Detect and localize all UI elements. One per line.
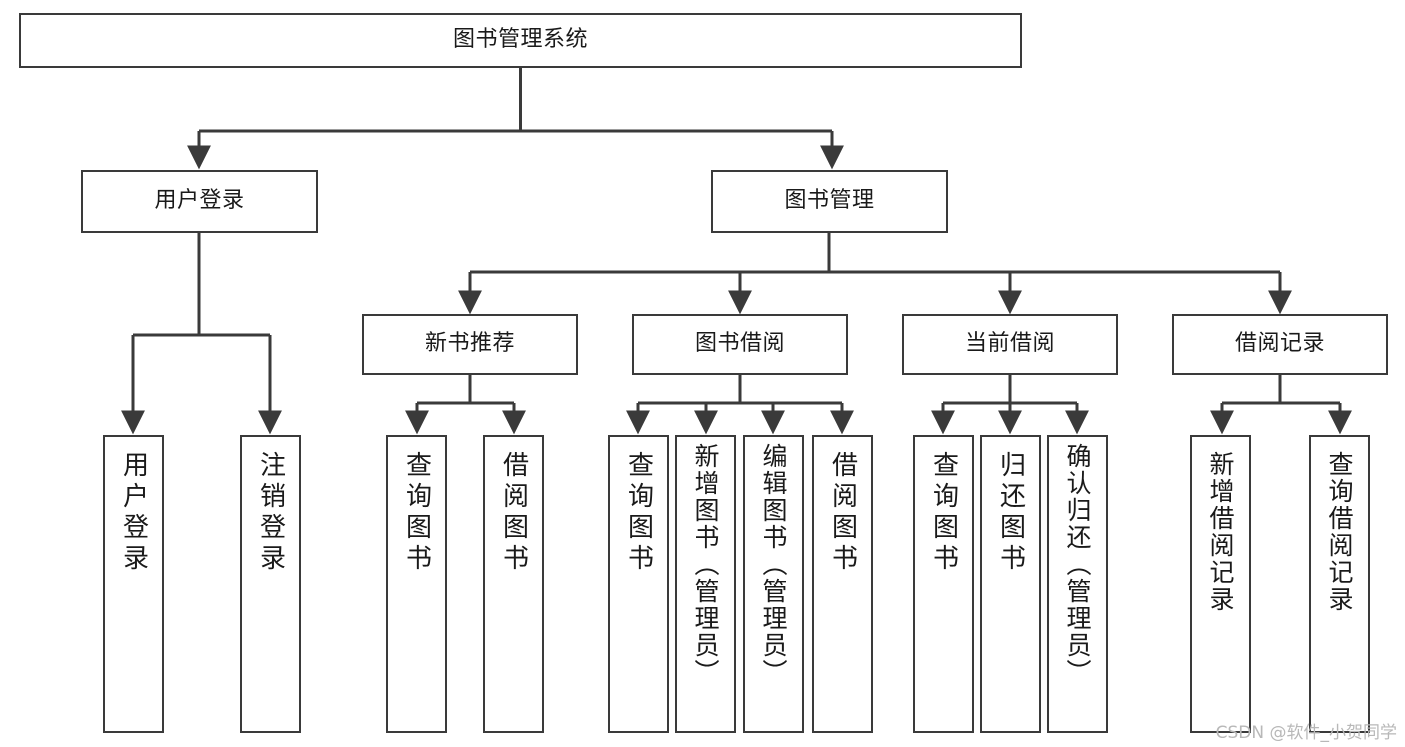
leaf-user-login[interactable]: 用户登录 [103,435,164,733]
node-book-borrow[interactable]: 图书借阅 [632,314,848,375]
node-new-book-recommend-label: 新书推荐 [424,331,515,357]
leaf-add-book-admin-label: 新增图书（管理员） [691,443,720,686]
leaf-borrow-book-label: 借阅图书 [827,451,858,575]
leaf-return-book-label: 归还图书 [995,451,1026,575]
leaf-query-book-current[interactable]: 查询图书 [913,435,974,733]
leaf-borrow-book-new-label: 借阅图书 [498,451,529,575]
leaf-query-borrow-record[interactable]: 查询借阅记录 [1309,435,1370,733]
leaf-edit-book-admin[interactable]: 编辑图书（管理员） [743,435,804,733]
leaf-edit-book-admin-label: 编辑图书（管理员） [759,443,788,686]
node-book-management[interactable]: 图书管理 [711,170,948,233]
leaf-query-borrow-record-label: 查询借阅记录 [1325,451,1354,613]
node-current-borrow[interactable]: 当前借阅 [902,314,1118,375]
leaf-add-borrow-record-label: 新增借阅记录 [1206,451,1235,613]
node-book-borrow-label: 图书借阅 [694,331,785,357]
node-root[interactable]: 图书管理系统 [19,13,1022,68]
node-user-login[interactable]: 用户登录 [81,170,318,233]
watermark: CSDN @软件_小贺同学 [1215,723,1397,743]
leaf-query-book-borrow[interactable]: 查询图书 [608,435,669,733]
node-borrow-records-label: 借阅记录 [1234,331,1325,357]
leaf-return-book[interactable]: 归还图书 [980,435,1041,733]
leaf-logout[interactable]: 注销登录 [240,435,301,733]
leaf-add-book-admin[interactable]: 新增图书（管理员） [675,435,736,733]
node-borrow-records[interactable]: 借阅记录 [1172,314,1388,375]
leaf-borrow-book-new[interactable]: 借阅图书 [483,435,544,733]
leaf-query-book-borrow-label: 查询图书 [623,451,654,575]
leaf-confirm-return-admin-label: 确认归还（管理员） [1063,443,1092,686]
node-root-label: 图书管理系统 [452,27,588,53]
leaf-query-book-current-label: 查询图书 [928,451,959,575]
leaf-confirm-return-admin[interactable]: 确认归还（管理员） [1047,435,1108,733]
leaf-user-login-label: 用户登录 [118,451,149,575]
leaf-query-book-new[interactable]: 查询图书 [386,435,447,733]
node-user-login-label: 用户登录 [154,188,245,214]
node-current-borrow-label: 当前借阅 [964,331,1055,357]
node-book-management-label: 图书管理 [784,188,875,214]
leaf-query-book-new-label: 查询图书 [401,451,432,575]
node-new-book-recommend[interactable]: 新书推荐 [362,314,578,375]
leaf-logout-label: 注销登录 [255,451,286,575]
leaf-add-borrow-record[interactable]: 新增借阅记录 [1190,435,1251,733]
leaf-borrow-book[interactable]: 借阅图书 [812,435,873,733]
